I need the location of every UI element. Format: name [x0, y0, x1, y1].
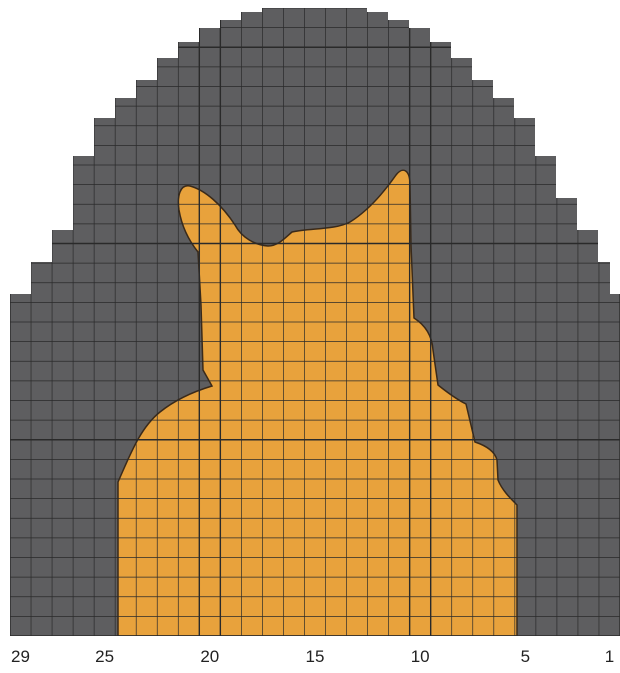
x-tick-label: 25: [95, 648, 114, 665]
x-tick-label: 20: [200, 648, 219, 665]
x-tick-label: 10: [411, 648, 430, 665]
x-tick-label: 15: [306, 648, 325, 665]
x-tick-label: 5: [521, 648, 530, 665]
x-tick-label: 1: [605, 648, 614, 665]
x-tick-label: 29: [11, 648, 30, 665]
